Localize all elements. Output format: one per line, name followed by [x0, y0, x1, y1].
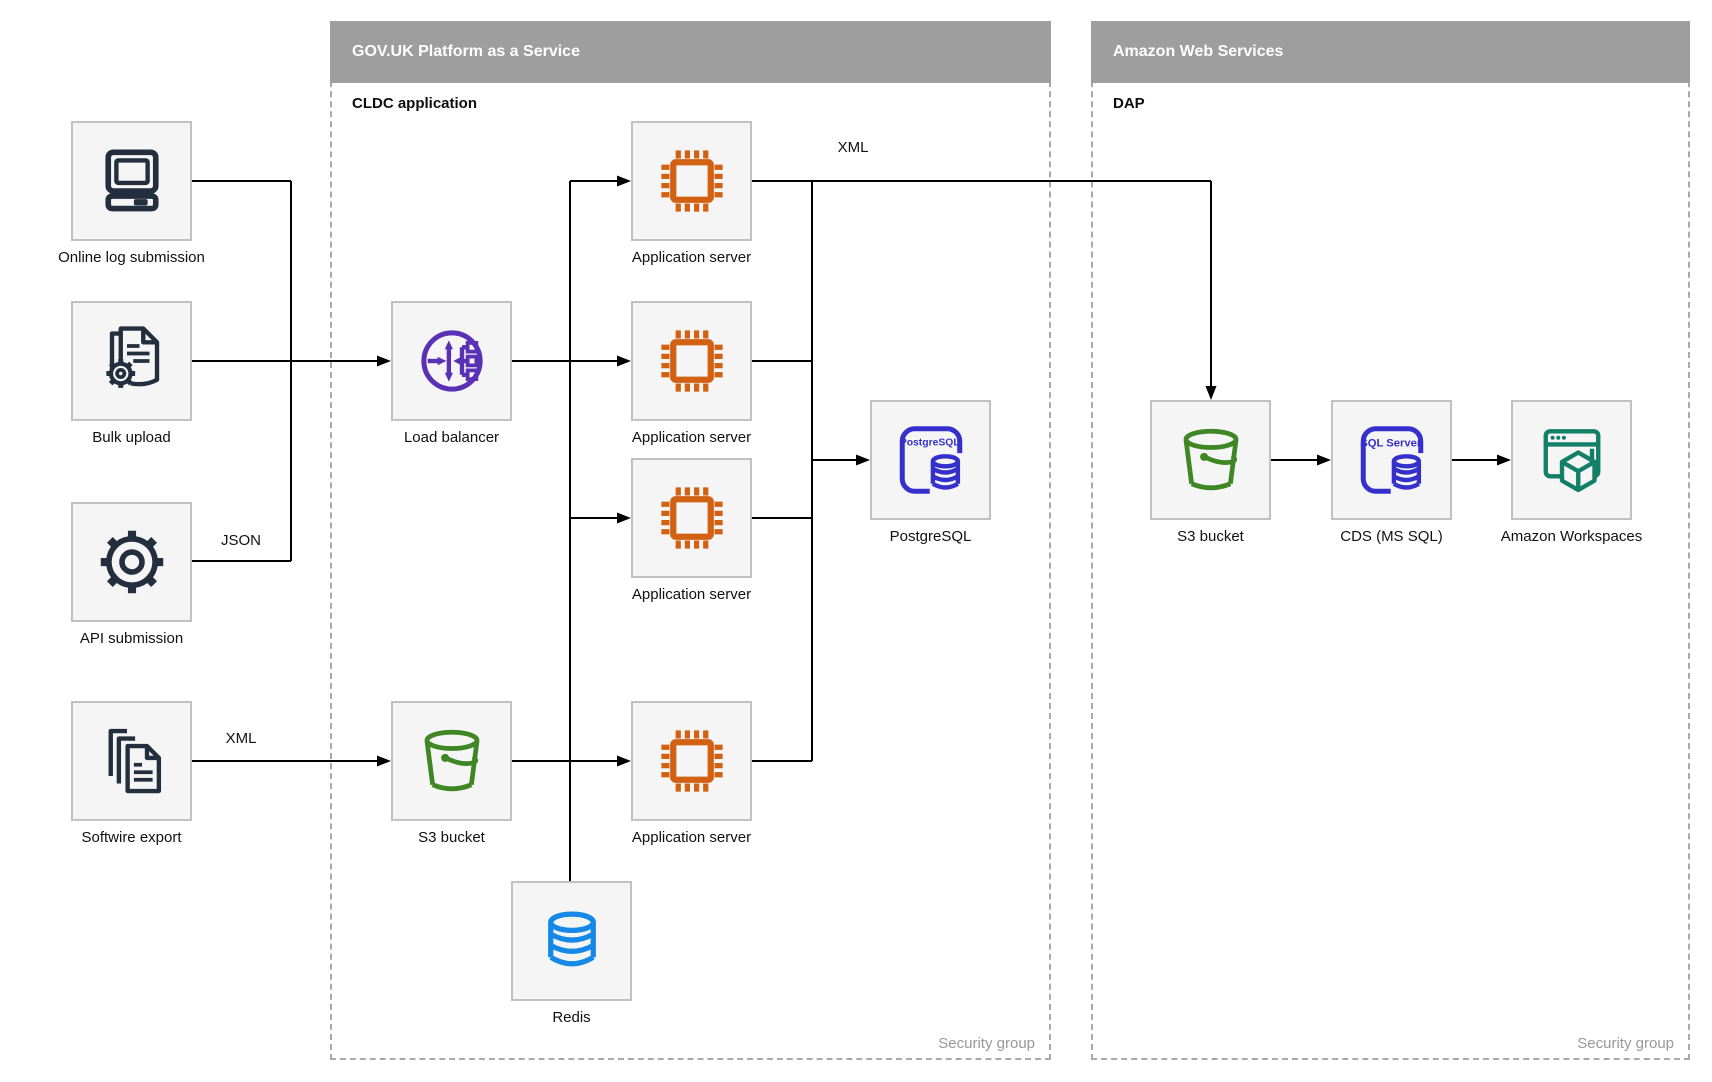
- node-label: Amazon Workspaces: [1500, 528, 1643, 545]
- node-box: [1511, 400, 1632, 520]
- node-label: S3 bucket: [418, 829, 485, 846]
- node-redis: Redis: [511, 881, 632, 1026]
- node-label: Application server: [631, 429, 752, 446]
- node-label: Online log submission: [58, 249, 205, 266]
- chip-icon: [652, 321, 732, 401]
- node-s3-bucket-paas: S3 bucket: [391, 701, 512, 846]
- node-label: CDS (MS SQL): [1340, 528, 1443, 545]
- container-govuk-footer: Security group: [938, 1035, 1035, 1052]
- chip-icon: [652, 478, 732, 558]
- node-box: [71, 121, 192, 241]
- node-box: [71, 502, 192, 622]
- node-label: Application server: [631, 586, 752, 603]
- node-application-server-3: Application server: [631, 458, 752, 603]
- node-label: Load balancer: [403, 429, 500, 446]
- node-box: [71, 701, 192, 821]
- container-aws-footer: Security group: [1577, 1035, 1674, 1052]
- node-box: PostgreSQL: [870, 400, 991, 520]
- node-label: Softwire export: [81, 829, 182, 846]
- load-balancer-icon: [412, 321, 492, 401]
- workspaces-icon: [1532, 420, 1612, 500]
- node-api-submission: API submission: [71, 502, 192, 647]
- edge-label-xml-softwire: XML: [225, 730, 257, 747]
- node-cds-mssql: SQL Server CDS (MS SQL): [1331, 400, 1452, 545]
- svg-text:SQL Server: SQL Server: [1360, 437, 1422, 449]
- chip-icon: [652, 721, 732, 801]
- node-label: S3 bucket: [1177, 528, 1244, 545]
- node-label: Redis: [552, 1009, 591, 1026]
- node-box: [631, 121, 752, 241]
- node-box: [1150, 400, 1271, 520]
- container-govuk-sublabel: CLDC application: [352, 95, 478, 112]
- node-box: [71, 301, 192, 421]
- node-s3-bucket-aws: S3 bucket: [1150, 400, 1271, 545]
- bucket-icon: [412, 721, 492, 801]
- node-box: [391, 701, 512, 821]
- node-box: [631, 458, 752, 578]
- node-label: PostgreSQL: [889, 528, 972, 545]
- node-bulk-upload: Bulk upload: [71, 301, 192, 446]
- node-box: [511, 881, 632, 1001]
- container-aws: Amazon Web Services DAP Security group: [1091, 21, 1690, 1060]
- node-label: Bulk upload: [92, 429, 171, 446]
- gear-icon: [92, 522, 172, 602]
- node-load-balancer: Load balancer: [391, 301, 512, 446]
- computer-icon: [92, 141, 172, 221]
- container-govuk-title: GOV.UK Platform as a Service: [330, 21, 1051, 83]
- sql-server-icon: SQL Server: [1352, 420, 1432, 500]
- node-application-server-4: Application server: [631, 701, 752, 846]
- node-box: [631, 301, 752, 421]
- container-aws-sublabel: DAP: [1113, 95, 1145, 112]
- node-label: Application server: [631, 249, 752, 266]
- svg-text:PostgreSQL: PostgreSQL: [899, 438, 960, 449]
- edge-label-xml-app: XML: [837, 139, 869, 156]
- node-softwire-export: Softwire export: [71, 701, 192, 846]
- chip-icon: [652, 141, 732, 221]
- node-amazon-workspaces: Amazon Workspaces: [1501, 400, 1642, 545]
- bucket-icon: [1171, 420, 1251, 500]
- node-application-server-2: Application server: [631, 301, 752, 446]
- node-box: [631, 701, 752, 821]
- documents-stack-icon: [92, 721, 172, 801]
- node-application-server-1: Application server: [631, 121, 752, 266]
- node-label: Application server: [631, 829, 752, 846]
- postgresql-icon: PostgreSQL: [891, 420, 971, 500]
- edge-label-json: JSON: [220, 532, 262, 549]
- node-box: [391, 301, 512, 421]
- document-gear-icon: [92, 321, 172, 401]
- node-label: API submission: [79, 630, 184, 647]
- node-online-log-submission: Online log submission: [58, 121, 205, 266]
- node-box: SQL Server: [1331, 400, 1452, 520]
- container-aws-title: Amazon Web Services: [1091, 21, 1690, 83]
- database-icon: [532, 901, 612, 981]
- node-postgresql: PostgreSQL PostgreSQL: [870, 400, 991, 545]
